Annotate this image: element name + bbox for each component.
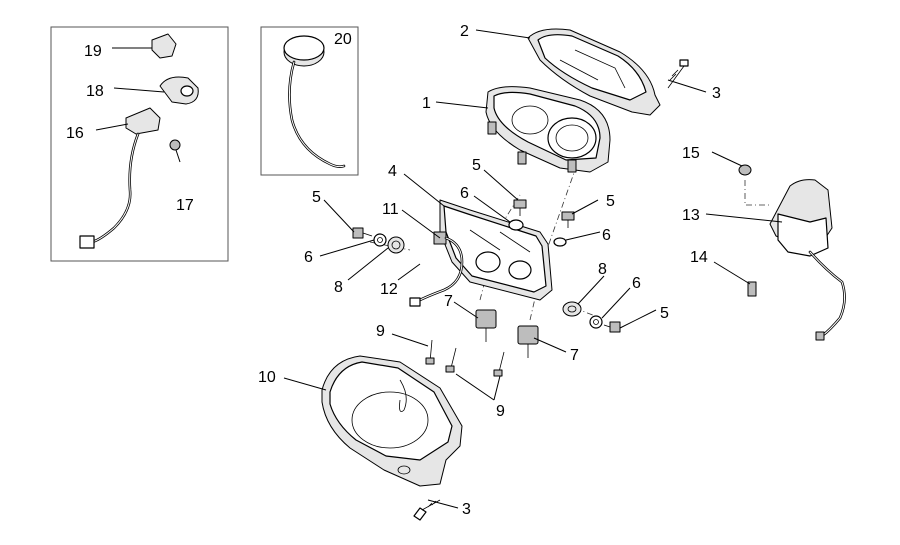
bolt-mid-upper xyxy=(513,199,527,216)
callout-5-right-lower: 5 xyxy=(660,305,669,322)
callout-7-right: 7 xyxy=(570,347,579,364)
mounting-bracket xyxy=(439,199,553,301)
callout-5-mid: 5 xyxy=(472,157,481,174)
callout-11: 11 xyxy=(382,201,399,218)
callout-6-mid: 6 xyxy=(460,185,469,202)
rubber-mount-left xyxy=(475,309,497,342)
clip-19 xyxy=(151,33,177,59)
callout-18: 18 xyxy=(86,83,104,100)
callout-6-left: 6 xyxy=(304,249,313,266)
bolt-right xyxy=(603,321,621,333)
cap-15 xyxy=(738,164,752,176)
screw-9a xyxy=(425,339,435,365)
callout-5-right-upper: 5 xyxy=(606,193,615,210)
callout-6-right-lower: 6 xyxy=(632,275,641,292)
screw-bottom xyxy=(413,499,441,521)
assembly-axis-lines xyxy=(369,169,770,321)
washer-mid xyxy=(508,219,524,231)
washer-right xyxy=(589,315,603,329)
callout-6-right-upper: 6 xyxy=(602,227,611,244)
callout-labels: 1 2 3 3 4 5 5 5 5 6 6 6 6 7 7 8 8 9 9 10… xyxy=(66,23,721,518)
callout-9-lower: 9 xyxy=(496,403,505,420)
cap-20 xyxy=(283,35,346,168)
callout-17: 17 xyxy=(176,197,194,214)
callout-13: 13 xyxy=(682,207,700,224)
sensor-unit xyxy=(769,179,846,341)
callout-19: 19 xyxy=(84,43,102,60)
bolt-left xyxy=(352,227,373,239)
callout-3-bottom: 3 xyxy=(462,501,471,518)
callout-14: 14 xyxy=(690,249,708,266)
lower-housing xyxy=(321,355,463,487)
callout-4: 4 xyxy=(388,163,397,180)
callout-9-upper: 9 xyxy=(376,323,385,340)
callout-10: 10 xyxy=(258,369,276,386)
inset-box-cap xyxy=(260,26,359,176)
grommet-left xyxy=(387,236,405,254)
screw-9b xyxy=(445,347,457,373)
callout-7-left: 7 xyxy=(444,293,453,310)
inset-box-switch xyxy=(50,26,229,262)
callout-16: 16 xyxy=(66,125,84,142)
screw-17 xyxy=(169,139,181,151)
callout-20: 20 xyxy=(334,31,352,48)
grommet-right xyxy=(562,301,582,317)
housing-18 xyxy=(159,76,199,105)
instrument-panel xyxy=(485,86,611,173)
callout-3-top: 3 xyxy=(712,85,721,102)
connector-wire xyxy=(409,231,464,307)
callout-12: 12 xyxy=(380,281,398,298)
instrument-cover xyxy=(527,28,661,116)
callout-15: 15 xyxy=(682,145,700,162)
washer-left xyxy=(373,233,387,247)
callout-8-left: 8 xyxy=(334,279,343,296)
screw-14 xyxy=(747,281,757,297)
callout-2: 2 xyxy=(460,23,469,40)
screw-9c xyxy=(493,351,505,377)
bolt-right-upper xyxy=(561,211,575,228)
screw-top xyxy=(667,59,689,89)
washer-right-upper xyxy=(553,237,567,247)
leader-lines xyxy=(95,29,783,509)
callout-5-left: 5 xyxy=(312,189,321,206)
rubber-mount-right xyxy=(517,325,539,358)
callout-1: 1 xyxy=(422,95,431,112)
switch-16 xyxy=(79,107,161,249)
callout-8-right: 8 xyxy=(598,261,607,278)
